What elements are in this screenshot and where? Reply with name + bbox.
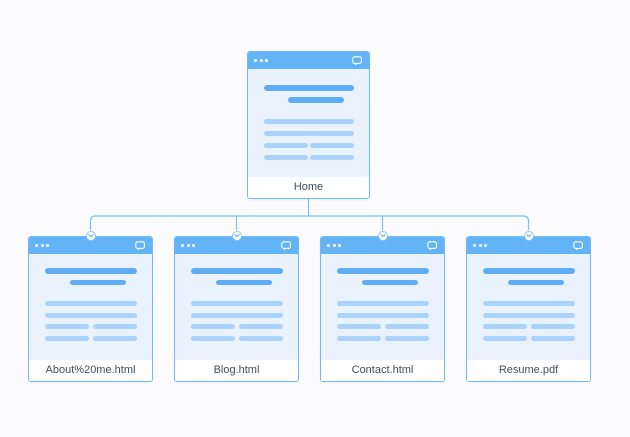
page-node-about[interactable]: About%20me.html: [28, 236, 153, 382]
comment-icon[interactable]: [573, 240, 584, 251]
browser-titlebar: [321, 237, 444, 254]
skeleton-heading-line: [191, 268, 283, 274]
page-thumbnail: [467, 254, 590, 360]
window-dots-icon: [473, 244, 487, 247]
skeleton-subheading-line: [287, 97, 344, 103]
skeleton-text-line: [93, 324, 137, 329]
page-label[interactable]: Home: [248, 177, 369, 198]
page-label[interactable]: Blog.html: [175, 360, 298, 381]
skeleton-text-line: [239, 335, 283, 341]
skeleton-heading-line: [45, 268, 137, 274]
skeleton-text-line: [483, 335, 527, 341]
skeleton-text-line: [337, 301, 429, 306]
skeleton-heading-line: [337, 268, 429, 274]
skeleton-subheading-line: [361, 279, 419, 285]
chevron-down-icon[interactable]: [377, 230, 388, 241]
skeleton-text-line: [310, 143, 354, 148]
skeleton-text-line: [264, 119, 354, 124]
skeleton-text-line: [264, 155, 308, 160]
page-thumbnail: [29, 254, 152, 360]
comment-icon[interactable]: [135, 240, 146, 251]
skeleton-text-line: [264, 130, 354, 136]
browser-titlebar: [175, 237, 298, 254]
chevron-down-icon[interactable]: [523, 230, 534, 241]
skeleton-text-line: [239, 324, 283, 329]
skeleton-heading-line: [264, 85, 354, 91]
skeleton-text-line: [45, 312, 137, 318]
page-thumbnail: [175, 254, 298, 360]
skeleton-text-line: [385, 335, 429, 341]
window-dots-icon: [254, 59, 268, 62]
skeleton-text-line: [45, 335, 89, 341]
page-node-contact[interactable]: Contact.html: [320, 236, 445, 382]
page-node-home[interactable]: Home: [247, 51, 370, 199]
skeleton-heading-line: [483, 268, 575, 274]
skeleton-text-line: [337, 312, 429, 318]
browser-titlebar: [29, 237, 152, 254]
window-dots-icon: [35, 244, 49, 247]
skeleton-subheading-line: [507, 279, 565, 285]
skeleton-text-line: [310, 155, 354, 160]
page-label[interactable]: Contact.html: [321, 360, 444, 381]
page-node-resume[interactable]: Resume.pdf: [466, 236, 591, 382]
skeleton-text-line: [191, 312, 283, 318]
skeleton-text-line: [45, 324, 89, 329]
skeleton-text-line: [337, 324, 381, 329]
browser-titlebar: [467, 237, 590, 254]
browser-titlebar: [248, 52, 369, 69]
page-thumbnail: [321, 254, 444, 360]
skeleton-text-line: [483, 312, 575, 318]
skeleton-text-line: [483, 324, 527, 329]
skeleton-text-line: [191, 324, 235, 329]
skeleton-text-line: [191, 335, 235, 341]
skeleton-text-line: [531, 324, 575, 329]
window-dots-icon: [181, 244, 195, 247]
page-node-blog[interactable]: Blog.html: [174, 236, 299, 382]
comment-icon[interactable]: [427, 240, 438, 251]
skeleton-text-line: [45, 301, 137, 306]
skeleton-text-line: [93, 335, 137, 341]
comment-icon[interactable]: [352, 55, 363, 66]
chevron-down-icon[interactable]: [231, 230, 242, 241]
skeleton-subheading-line: [215, 279, 273, 285]
skeleton-text-line: [264, 143, 308, 148]
page-label[interactable]: About%20me.html: [29, 360, 152, 381]
window-dots-icon: [327, 244, 341, 247]
skeleton-text-line: [385, 324, 429, 329]
page-label[interactable]: Resume.pdf: [467, 360, 590, 381]
page-thumbnail: [248, 69, 369, 177]
skeleton-subheading-line: [69, 279, 127, 285]
skeleton-text-line: [191, 301, 283, 306]
skeleton-text-line: [337, 335, 381, 341]
comment-icon[interactable]: [281, 240, 292, 251]
chevron-down-icon[interactable]: [85, 230, 96, 241]
skeleton-text-line: [483, 301, 575, 306]
skeleton-text-line: [531, 335, 575, 341]
